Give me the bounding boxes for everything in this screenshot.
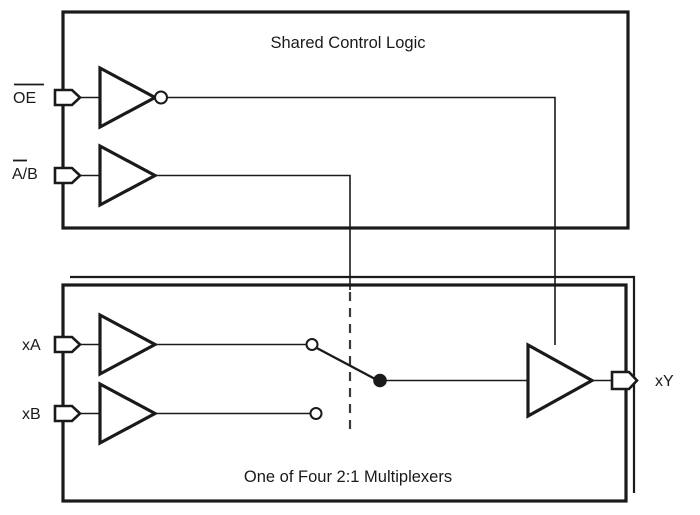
input-pin-xb[interactable]: xB [22,404,82,423]
switch-open-contact-icon-xa[interactable] [305,338,319,351]
input-pin-oe[interactable]: OE [13,83,82,108]
gate-xb-buffer [98,381,159,446]
input-pin-icon-oe [53,88,82,107]
shared-control-logic-box [61,10,630,230]
switch-open-contact-icon-xb[interactable] [309,407,323,420]
mux-block-title: One of Four 2:1 Multiplexers [244,468,452,486]
output-pin-icon-xy [610,370,639,391]
gate-output-buffer [526,342,596,419]
wire-ab-select-to-mux [155,174,351,290]
gate-oe-inverter [98,65,159,130]
shared-control-logic-title: Shared Control Logic [270,34,425,52]
output-label-xy: xY [655,373,674,390]
gate-ab-buffer [98,143,159,208]
gate-xa-buffer [98,312,159,377]
mux-block-box [61,283,628,503]
input-pin-ab[interactable]: A/B [12,159,82,185]
input-pin-icon-xa [53,335,82,354]
wire-oe-control-to-output-buffer [167,96,556,345]
input-pin-icon-ab [53,166,82,185]
mux-switch-arm[interactable] [311,344,379,382]
input-label-ab: A/B [12,166,38,183]
input-label-oe: OE [13,90,36,107]
input-pin-xa[interactable]: xA [22,335,82,354]
switch-closed-contact-icon-common[interactable] [373,373,387,388]
mux-stacked-box-back [70,275,636,493]
inversion-bubble-icon-oe [154,90,168,105]
input-label-xa: xA [22,337,41,354]
output-pin-xy[interactable]: xY [610,370,674,391]
input-label-xb: xB [22,406,41,423]
input-pin-icon-xb [53,404,82,423]
